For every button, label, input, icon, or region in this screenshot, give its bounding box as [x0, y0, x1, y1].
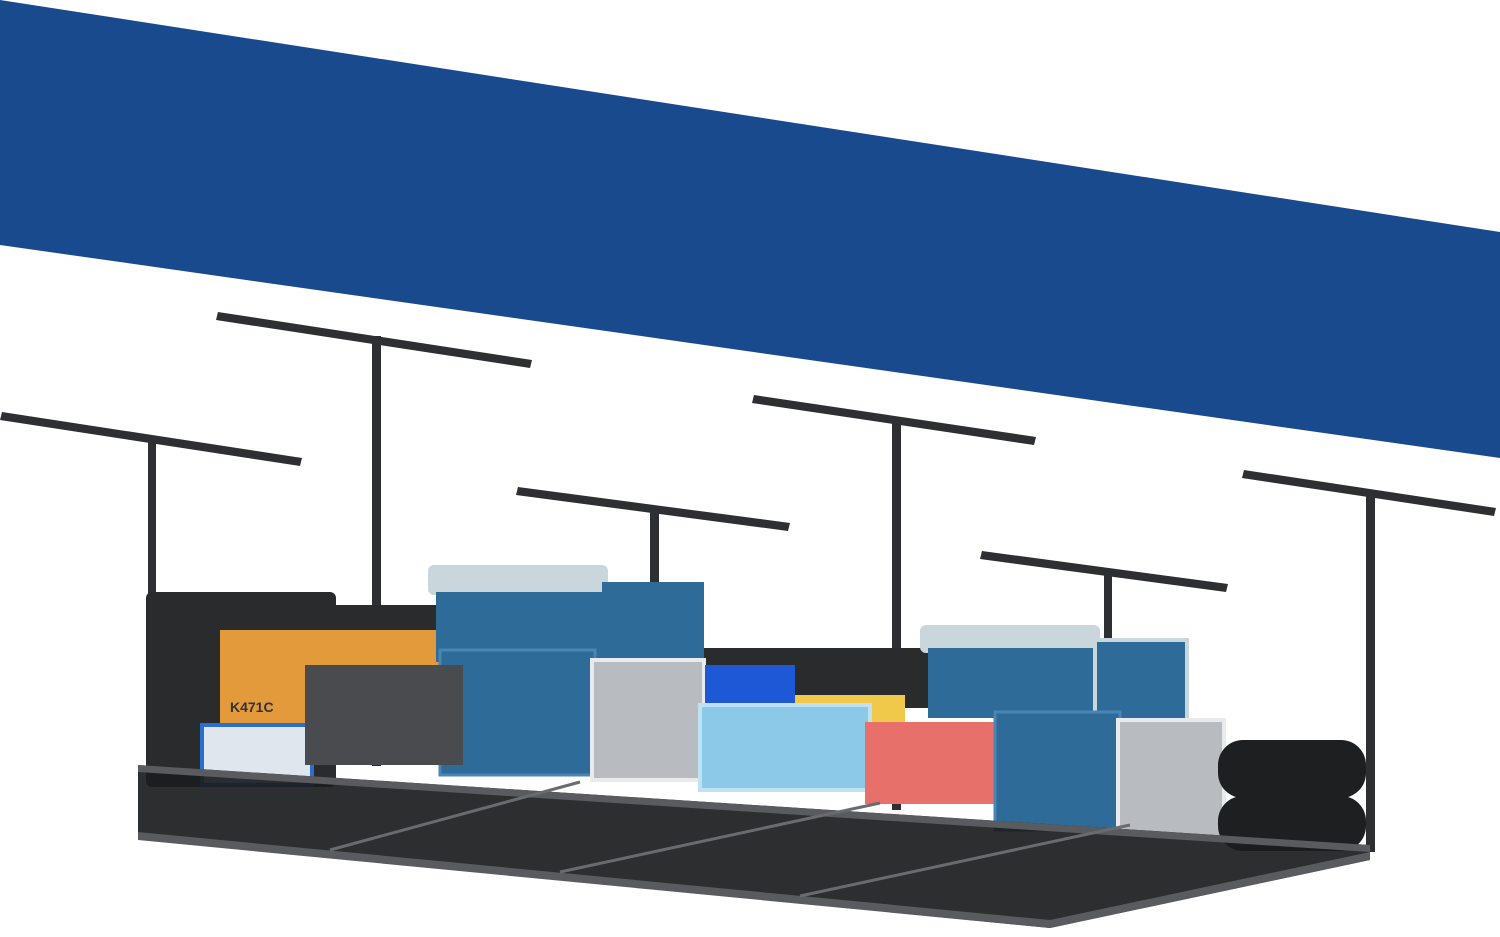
- blue-bin: [602, 582, 704, 672]
- ceiling-bracket: [516, 487, 790, 588]
- blue-bin-lid: [428, 565, 608, 595]
- blue-bin-lid: [920, 625, 1100, 653]
- ceiling-bracket: [216, 312, 532, 766]
- blue-bin: [1093, 638, 1189, 724]
- ceiling-bracket: [0, 412, 302, 616]
- red-crate: [865, 722, 997, 804]
- silver-bin: [590, 658, 706, 782]
- blue-ceiling-band: [0, 0, 1500, 458]
- silver-bin: [1116, 718, 1226, 840]
- ceiling-bracket: [980, 551, 1228, 640]
- light-blue-bin: [698, 703, 872, 792]
- blue-bin: [928, 648, 1094, 718]
- ceiling-bracket: [1242, 470, 1496, 852]
- ceiling-bracket: [752, 395, 1036, 810]
- rack-deck: [138, 765, 1370, 928]
- blue-bin: [993, 710, 1122, 832]
- tire: [1218, 796, 1366, 851]
- tire: [1218, 740, 1366, 798]
- blue-bin: [438, 648, 597, 777]
- dark-crate: [305, 665, 463, 765]
- box-label: K471C: [230, 699, 274, 715]
- ceiling-brackets: [0, 312, 1496, 852]
- stored-items: K471C: [146, 565, 1366, 851]
